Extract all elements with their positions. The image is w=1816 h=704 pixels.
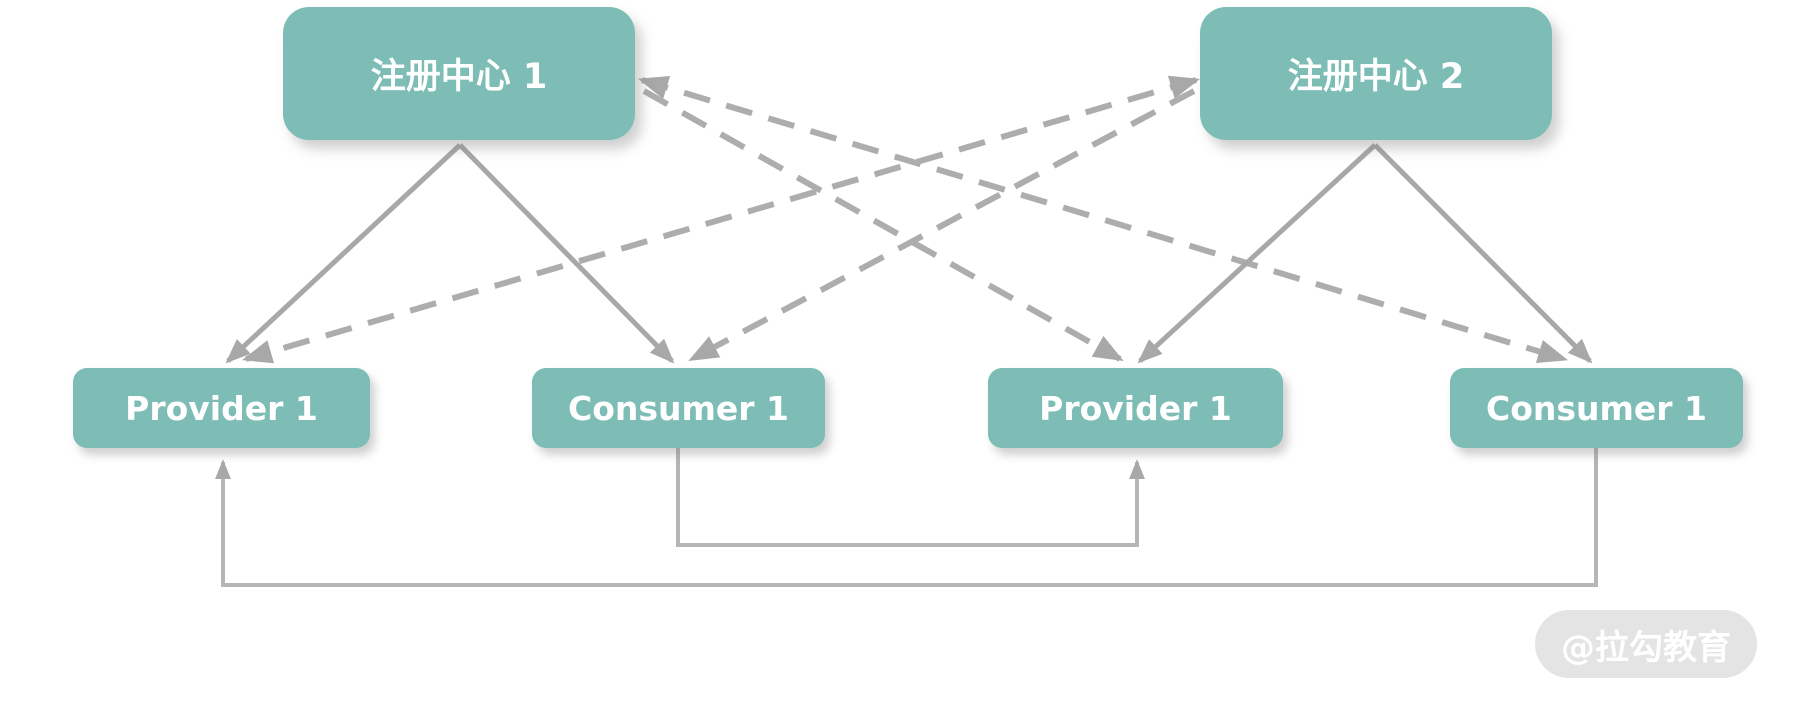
registry-2-label: 注册中心 2 bbox=[1287, 57, 1465, 97]
registry-1-label: 注册中心 1 bbox=[370, 57, 548, 97]
provider-left-label: Provider 1 bbox=[125, 388, 318, 428]
dashed-edge-registry-2-provider-left bbox=[241, 75, 1201, 364]
provider-right-box: Provider 1 bbox=[988, 368, 1283, 448]
dashed-edge-registry-2-consumer-left bbox=[688, 88, 1196, 362]
solid-edge-registry-1-provider-left bbox=[225, 143, 462, 364]
dashed-edge-registry-1-consumer-right bbox=[637, 75, 1569, 364]
consumer-left-box: Consumer 1 bbox=[532, 368, 825, 448]
connector-edge-consumer-right-provider-left bbox=[215, 448, 1598, 587]
provider-left-box: Provider 1 bbox=[73, 368, 370, 448]
provider-right-label: Provider 1 bbox=[1039, 388, 1232, 428]
registry-2-box: 注册中心 2 bbox=[1200, 7, 1552, 140]
dashed-edge-registry-1-provider-right bbox=[642, 88, 1124, 362]
solid-edge-registry-2-provider-right bbox=[1137, 143, 1377, 364]
consumer-left-label: Consumer 1 bbox=[567, 388, 789, 428]
consumer-right-box: Consumer 1 bbox=[1450, 368, 1743, 448]
consumer-right-label: Consumer 1 bbox=[1485, 388, 1707, 428]
edges-layer bbox=[215, 75, 1598, 587]
connector-edge-consumer-left-provider-right bbox=[676, 448, 1145, 547]
solid-edge-registry-2-consumer-right bbox=[1373, 143, 1593, 364]
registry-1-box: 注册中心 1 bbox=[283, 7, 635, 140]
watermark-text: @拉勾教育 bbox=[1561, 627, 1731, 668]
watermark-badge: @拉勾教育 bbox=[1535, 610, 1757, 678]
solid-edge-registry-1-consumer-left bbox=[458, 143, 675, 364]
